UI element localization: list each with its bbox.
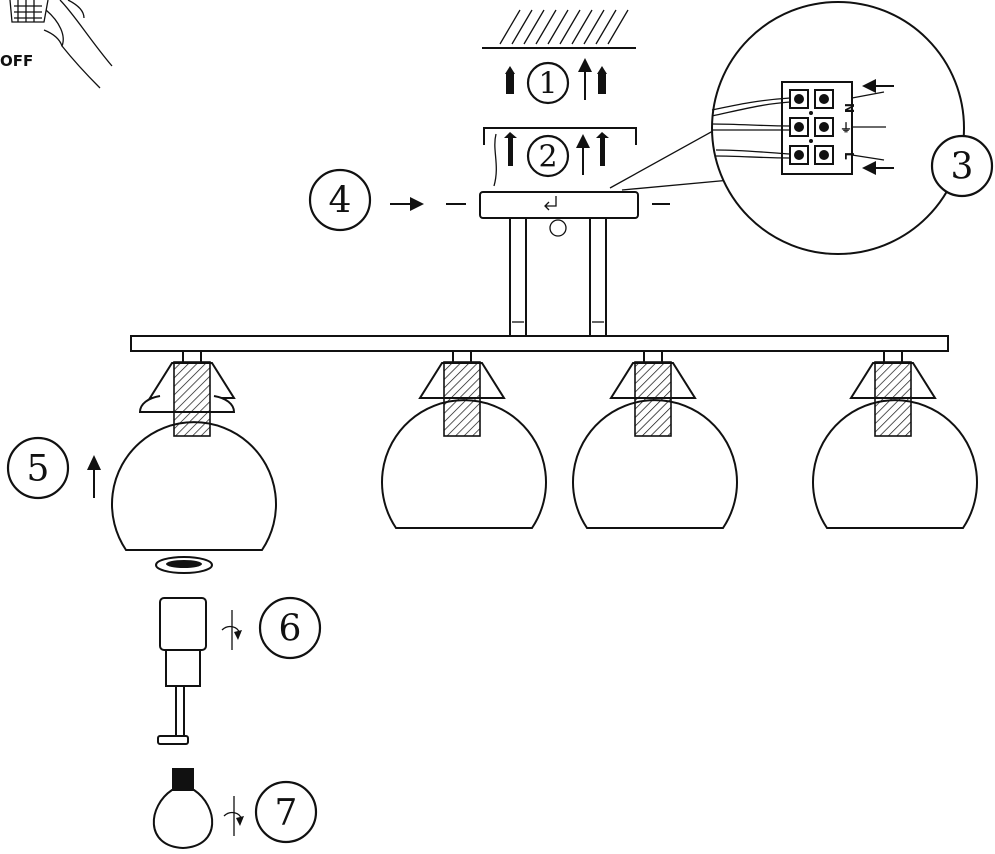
step-5-circle: [6, 436, 70, 500]
up-arrow-icon: [87, 455, 101, 498]
supply-wires: [711, 97, 791, 159]
rotate-arrow-icon: [223, 796, 244, 836]
screw-icon: [504, 132, 517, 166]
fixture-bar: [130, 335, 949, 352]
ceiling-icon: [482, 9, 636, 49]
terminal-block: [781, 81, 853, 175]
power-off-hand-icon: [9, 0, 113, 89]
step-1-number: 1: [538, 67, 557, 102]
supply-cable: [493, 133, 497, 187]
fixture-wires: [851, 91, 886, 161]
step-2-circle: [526, 134, 570, 178]
off-label: OFF: [0, 52, 33, 70]
step-7-circle: [254, 780, 318, 844]
step-2-number: 2: [538, 140, 557, 175]
step-3-circle: [930, 134, 994, 198]
wall-plug-icon: [597, 66, 607, 94]
step-4-circle: [308, 168, 372, 232]
left-arrow-icon: [862, 79, 894, 93]
step-1-circle: [526, 61, 570, 105]
rotate-arrow-icon: [221, 610, 242, 650]
step-7-number: 7: [275, 793, 298, 834]
wall-plug-icon: [505, 66, 515, 94]
shade-ring-icon: [155, 556, 213, 574]
step-5-number: 5: [27, 449, 50, 490]
step-3-number: 3: [951, 147, 974, 188]
glass-shade-4: [812, 399, 978, 529]
screw-icon: [596, 132, 609, 166]
mounting-bracket: [483, 127, 637, 145]
canopy-knob: [549, 219, 567, 237]
glass-shade-2: [381, 399, 547, 529]
up-arrow-icon: [578, 58, 592, 100]
canopy-plate: [479, 191, 639, 219]
right-arrow-icon: [390, 197, 424, 211]
lamp-head-4: [849, 350, 937, 437]
light-bulb-icon: [152, 768, 214, 850]
terminal-label-neutral: N: [842, 103, 856, 113]
support-posts: [509, 217, 607, 337]
glass-shade-3: [572, 399, 738, 529]
terminal-label-live: L: [842, 152, 856, 160]
lamp-holder-icon: [157, 597, 207, 745]
left-arrow-icon: [862, 161, 894, 175]
step-6-number: 6: [279, 609, 302, 650]
step-6-circle: [258, 596, 322, 660]
terminal-label-earth: ⏚: [840, 121, 852, 135]
lamp-head-2: [418, 350, 506, 437]
glass-shade-1: [111, 421, 277, 551]
earth-symbol-icon: [544, 196, 557, 211]
up-arrow-icon: [576, 134, 590, 175]
step-4-number: 4: [329, 181, 352, 222]
lamp-head-3: [609, 350, 697, 437]
